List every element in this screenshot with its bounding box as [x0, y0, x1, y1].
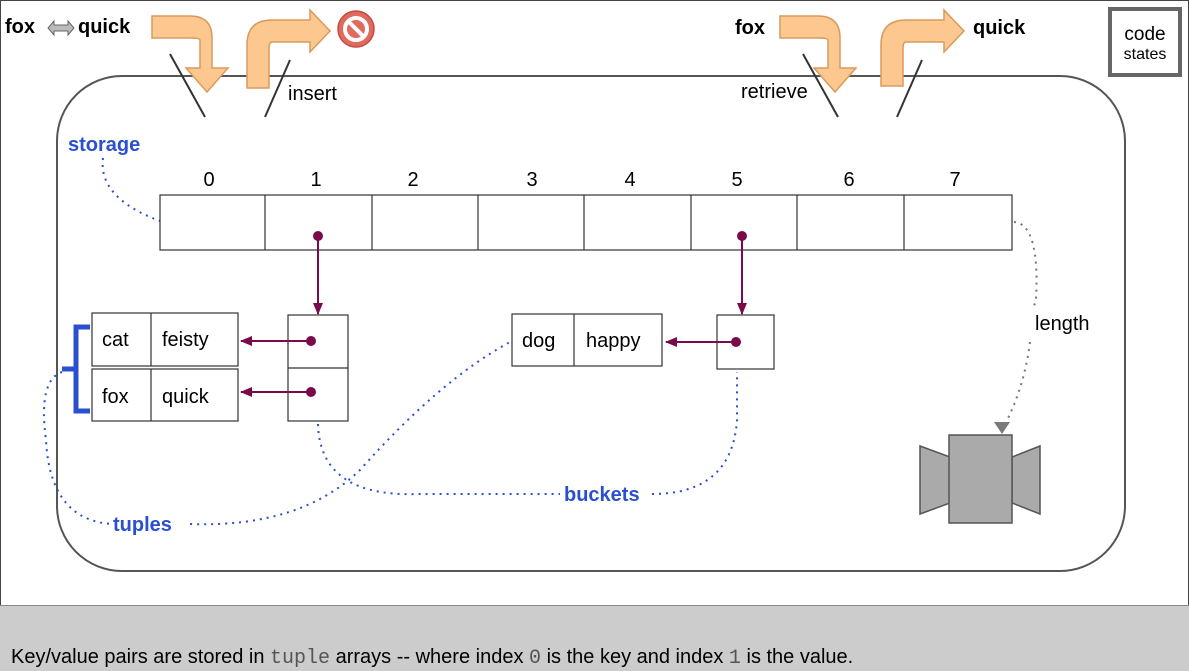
tuple-value: quick: [162, 386, 210, 408]
storage-index-7: 7: [949, 169, 960, 191]
length-arrowhead: [994, 422, 1010, 434]
storage-index-5: 5: [731, 169, 742, 191]
insert-divider-line: [169, 53, 206, 118]
hash-table-container: [56, 75, 1126, 572]
retrieve-up-arrow-icon: [880, 8, 966, 87]
retrieve-divider-line: [802, 53, 839, 118]
codestates-logo: code states: [1108, 7, 1182, 77]
storage-index-1: 1: [310, 169, 321, 191]
retrieve-key-label: fox: [735, 17, 765, 39]
blocked-icon: [337, 10, 375, 48]
tuple-key: fox: [102, 386, 129, 408]
storage-pointer-1: [313, 231, 323, 315]
caption-code-zero: 0: [529, 647, 542, 670]
length-connector-top: [1013, 221, 1038, 307]
buckets-connector-left: [317, 423, 560, 496]
storage-index-4: 4: [624, 169, 635, 191]
tuple-key: dog: [522, 330, 555, 352]
storage-index-6: 6: [843, 169, 854, 191]
insert-label: insert: [288, 83, 337, 105]
insert-down-arrow-icon: [151, 15, 230, 94]
storage-array-outline: [159, 194, 1013, 251]
logo-line-2: states: [1124, 46, 1167, 63]
caption-part-3: is the key and index: [541, 646, 729, 668]
logo-line-1: code: [1124, 24, 1165, 45]
retrieve-value-label: quick: [973, 17, 1026, 39]
tuple-fox: fox quick: [91, 368, 239, 422]
caption-part-2: arrays -- where index: [330, 646, 530, 668]
tuples-label: tuples: [113, 514, 172, 536]
tuples-connector-right: [189, 341, 511, 526]
retrieve-label: retrieve: [741, 81, 808, 103]
bucket-5: [665, 314, 775, 370]
caption-bar: Key/value pairs are stored in tuple arra…: [0, 605, 1189, 671]
length-label: length: [1035, 313, 1090, 335]
caption-text: Key/value pairs are stored in tuple arra…: [11, 646, 853, 670]
insert-up-arrow-icon: [246, 8, 332, 89]
storage-connector: [101, 157, 161, 222]
storage-index-2: 2: [407, 169, 418, 191]
bucket-1: [240, 314, 349, 422]
hash-table-diagram: code states fox quick insert fox retriev…: [0, 0, 1189, 606]
caption-code-one: 1: [728, 647, 741, 670]
storage-pointer-5: [737, 231, 747, 315]
storage-index-3: 3: [526, 169, 537, 191]
tuple-group-bracket: [62, 324, 90, 414]
speaker-icon: [919, 434, 1041, 524]
swap-arrow-icon: [47, 19, 75, 37]
caption-part-4: is the value.: [740, 646, 854, 668]
tuple-dog: dog happy: [511, 313, 663, 367]
storage-index-0: 0: [203, 169, 214, 191]
caption-part-1: Key/value pairs are stored in: [11, 646, 271, 668]
length-connector-bottom: [1001, 341, 1031, 431]
tuple-value: feisty: [162, 329, 209, 351]
retrieve-up-divider-line: [896, 59, 923, 118]
tuple-key: cat: [102, 329, 129, 351]
storage-label: storage: [68, 134, 140, 156]
buckets-label: buckets: [564, 484, 640, 506]
caption-code-tuple: tuple: [270, 647, 331, 670]
tuple-value: happy: [586, 330, 641, 352]
insert-value-label: quick: [78, 16, 131, 38]
insert-key-label: fox: [5, 16, 35, 38]
storage-array: 0 1 2 3 4 5 6 7: [159, 169, 1013, 251]
insert-up-divider-line: [264, 59, 291, 118]
tuple-cat: cat feisty: [91, 312, 239, 367]
buckets-connector-right: [651, 372, 738, 495]
retrieve-down-arrow-icon: [779, 15, 858, 94]
